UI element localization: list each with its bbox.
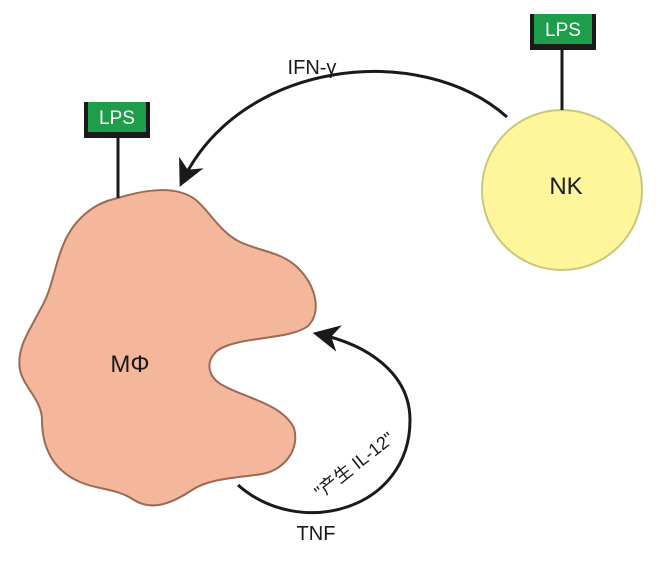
lps-label-macrophage: LPS bbox=[99, 108, 135, 129]
lps-receptor-nk: LPS bbox=[530, 14, 596, 110]
lps-badge-nk bbox=[534, 14, 592, 44]
nk-label: NK bbox=[549, 173, 582, 200]
tnf-label: TNF bbox=[297, 523, 336, 545]
tnf-feedback-arrow bbox=[237, 325, 412, 515]
macrophage-cell bbox=[18, 189, 317, 507]
lps-label-nk: LPS bbox=[545, 20, 581, 41]
ifn-gamma-arrow bbox=[179, 70, 508, 187]
il12-label: "产生 IL-12" bbox=[311, 428, 398, 502]
macrophage-label: MΦ bbox=[110, 351, 149, 378]
lps-receptor-macrophage: LPS bbox=[84, 102, 150, 198]
lps-badge-macrophage bbox=[88, 102, 146, 132]
ifn-gamma-label: IFN-γ bbox=[288, 57, 337, 79]
